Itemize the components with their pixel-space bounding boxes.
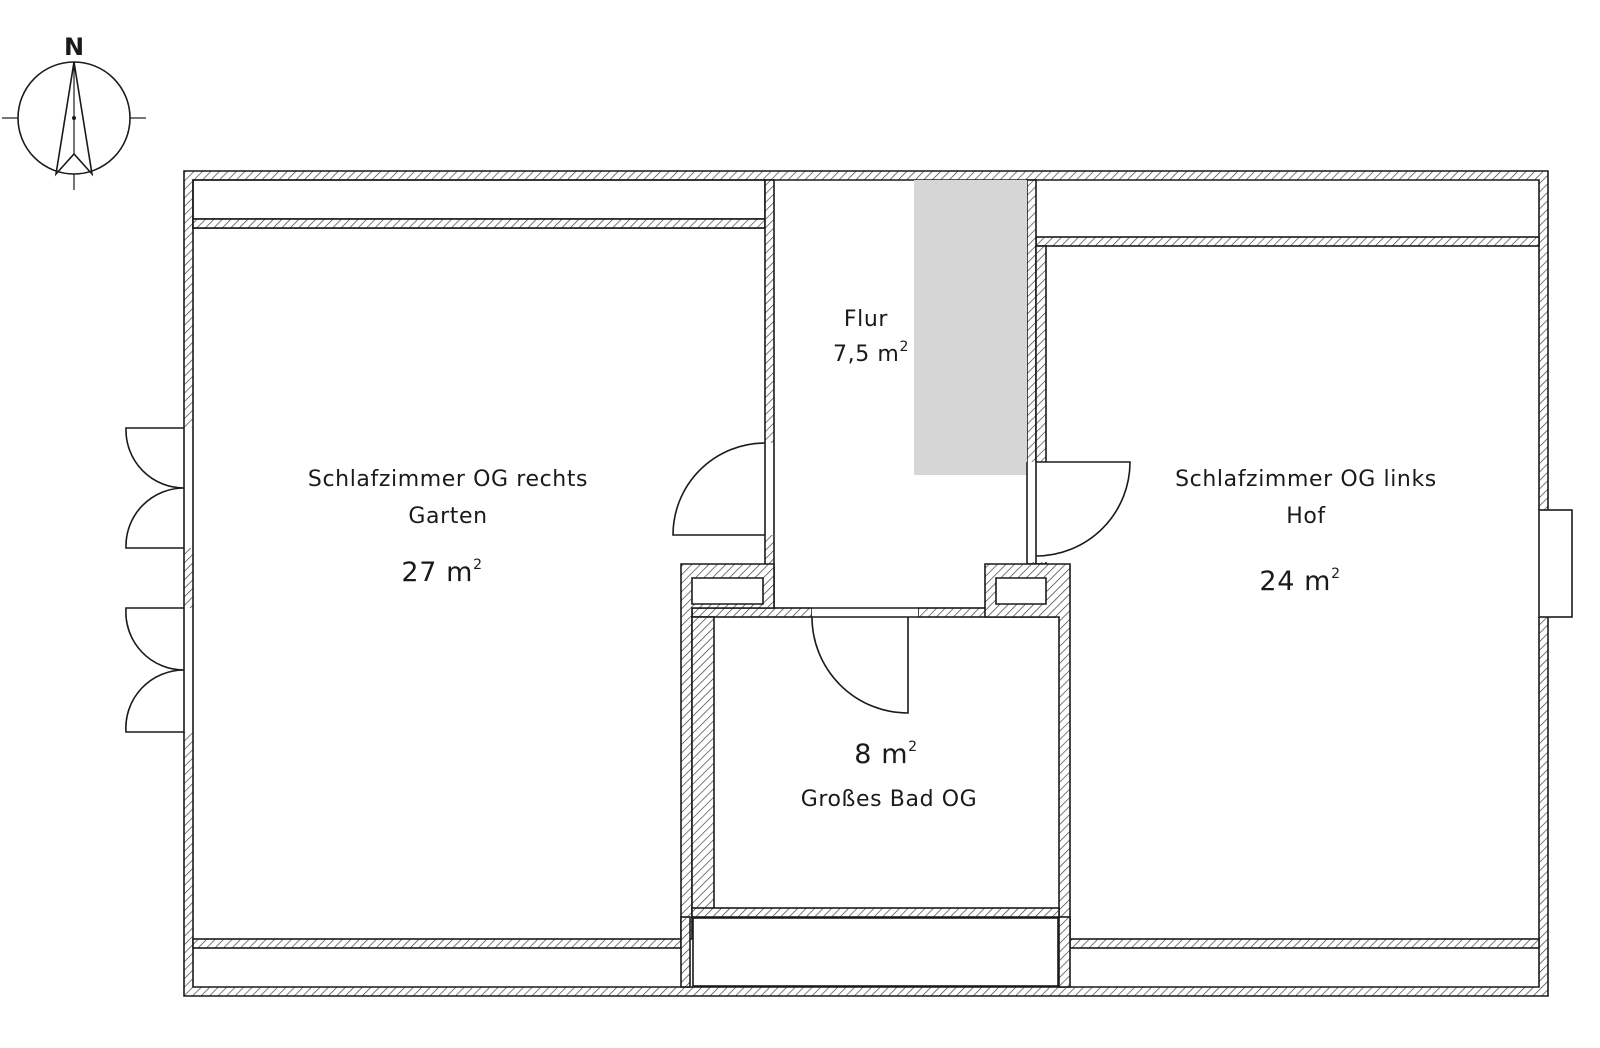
compass: N — [2, 33, 146, 190]
room-name-bedroom-right: Schlafzimmer OG rechts — [308, 467, 588, 492]
wall-bath-lower-divider-right — [1058, 916, 1071, 988]
wall-top-divider-right — [1035, 236, 1540, 247]
wall-bath-left-thick — [691, 616, 715, 918]
room-sub-bedroom-left: Hof — [1286, 504, 1326, 529]
room-area-bathroom: 8 m — [854, 739, 908, 770]
outer-wall — [183, 170, 1549, 997]
wall-bottom-divider-right — [1069, 938, 1540, 949]
wall-bottom-divider-left — [192, 938, 682, 949]
room-area-hall: 7,5 m — [833, 342, 899, 367]
door-garden-upper — [125, 427, 194, 549]
room-name-hall: Flur — [844, 307, 889, 332]
wall-bath-lower-divider — [680, 916, 691, 988]
room-name-bedroom-left: Schlafzimmer OG links — [1175, 467, 1437, 492]
window-right — [1538, 509, 1573, 618]
label-bedroom-right: Schlafzimmer OG rechts Garten 27 m2 — [308, 467, 588, 588]
wall-hall-bottom-left — [691, 607, 813, 618]
wall-top-divider-left — [192, 218, 766, 229]
label-bathroom: 8 m2 Großes Bad OG — [801, 739, 978, 812]
door-garden-lower — [125, 607, 194, 733]
door-bathroom — [811, 607, 918, 714]
svg-text:24 m2: 24 m2 — [1259, 566, 1340, 597]
svg-text:8 m2: 8 m2 — [854, 739, 917, 770]
label-bedroom-left: Schlafzimmer OG links Hof 24 m2 — [1175, 467, 1437, 597]
stair-area — [914, 180, 1027, 475]
room-name-bathroom: Großes Bad OG — [801, 787, 978, 812]
door-hall-right — [1026, 461, 1131, 562]
room-area-bedroom-right: 27 m — [401, 557, 473, 588]
door-hall-left — [672, 442, 775, 536]
room-area-bedroom-left: 24 m — [1259, 566, 1331, 597]
wall-bath-bottom — [691, 907, 1060, 918]
north-label: N — [64, 33, 84, 61]
wall-hall-left — [764, 179, 775, 611]
north-arrow-icon — [54, 61, 94, 177]
wall-bath-right — [984, 563, 1071, 940]
room-sub-bedroom-right: Garten — [408, 504, 487, 529]
label-hall: Flur 7,5 m2 — [833, 307, 909, 367]
svg-text:7,5 m2: 7,5 m2 — [833, 339, 909, 367]
svg-text:27 m2: 27 m2 — [401, 557, 482, 588]
